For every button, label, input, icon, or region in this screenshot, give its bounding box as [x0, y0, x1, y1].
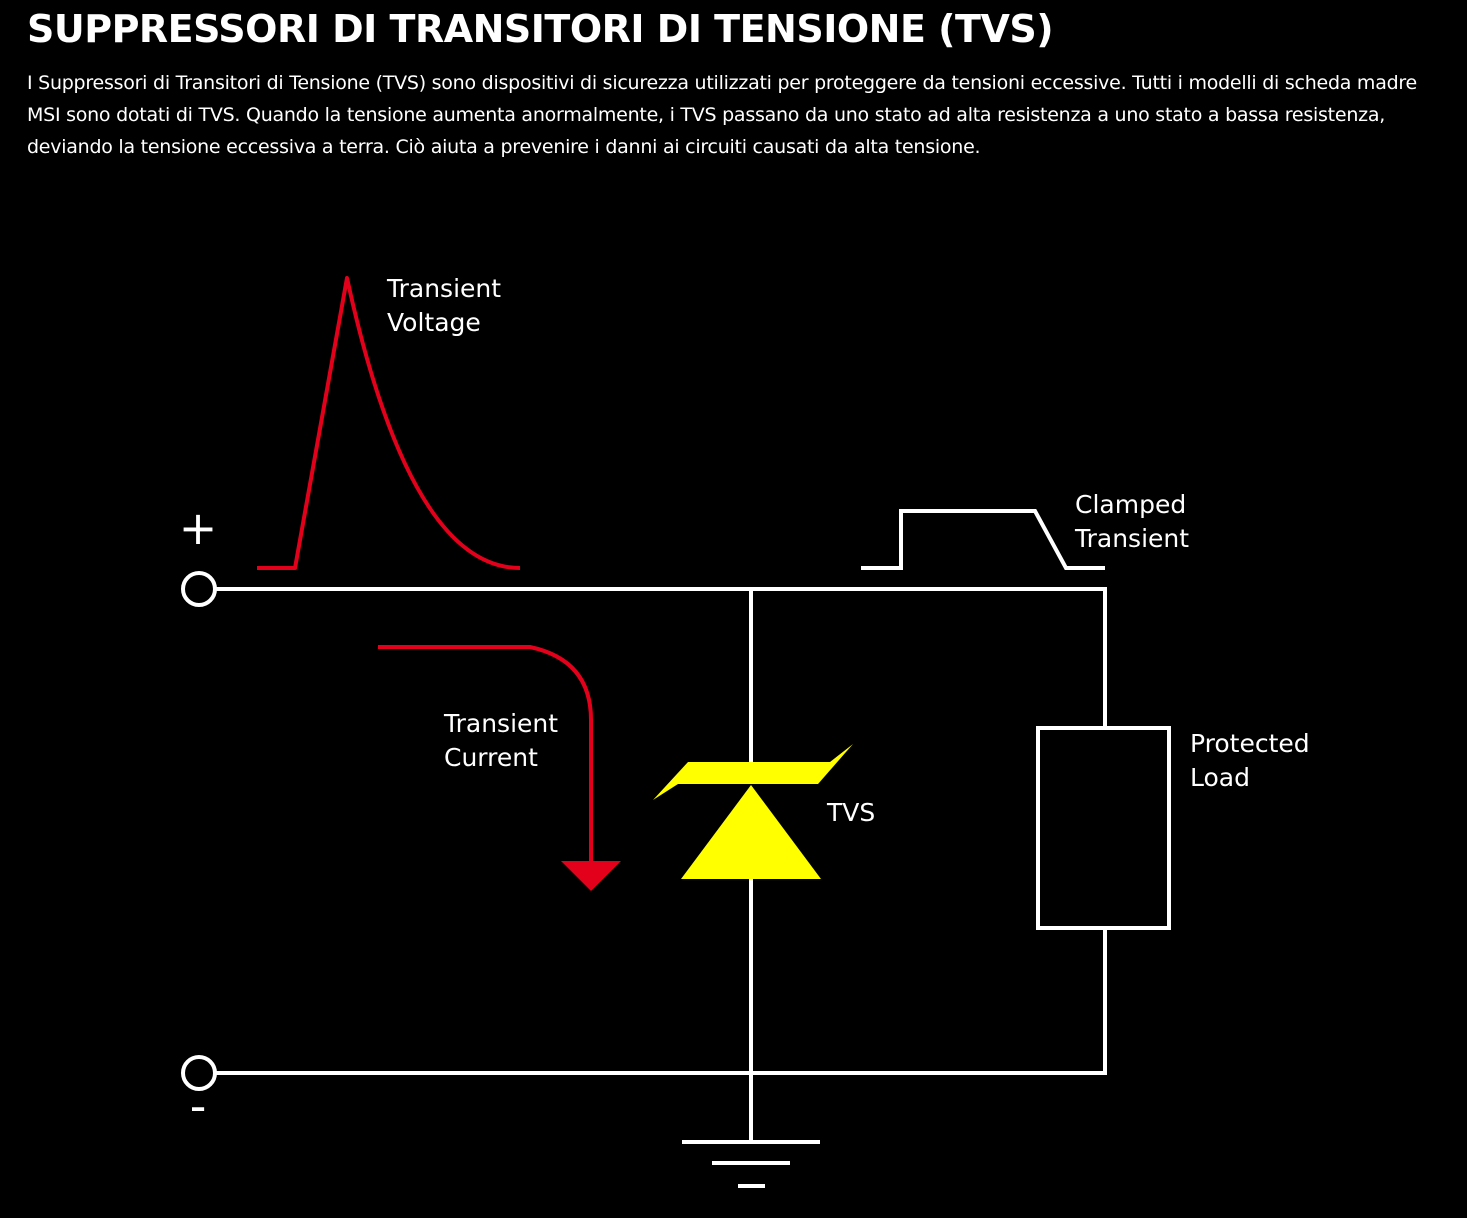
plus-sign: +	[179, 501, 218, 555]
circuit-wires	[216, 587, 1171, 1142]
arrow-down-icon	[561, 861, 621, 891]
clamped-transient-label: Clamped Transient	[1074, 490, 1194, 553]
ground-icon	[682, 1140, 820, 1188]
transient-voltage-waveform	[257, 276, 521, 570]
page-title: SUPPRESSORI DI TRANSITORI DI TENSIONE (T…	[27, 7, 1054, 51]
clamped-transient-waveform	[861, 509, 1105, 570]
tvs-diode-icon	[653, 744, 853, 879]
transient-current-label: Transient Current	[443, 709, 566, 772]
transient-voltage-label: Transient Voltage	[386, 274, 509, 337]
tvs-label: TVS	[826, 798, 875, 827]
protected-load-box	[1036, 726, 1171, 930]
terminal-circle-icon	[181, 571, 217, 607]
protected-load-label: Protected Load	[1190, 729, 1318, 792]
transient-current-path	[378, 645, 593, 862]
intro-paragraph: I Suppressori di Transitori di Tensione …	[27, 72, 1417, 158]
terminal-circle-icon	[181, 1055, 217, 1091]
minus-sign: -	[190, 1079, 207, 1133]
